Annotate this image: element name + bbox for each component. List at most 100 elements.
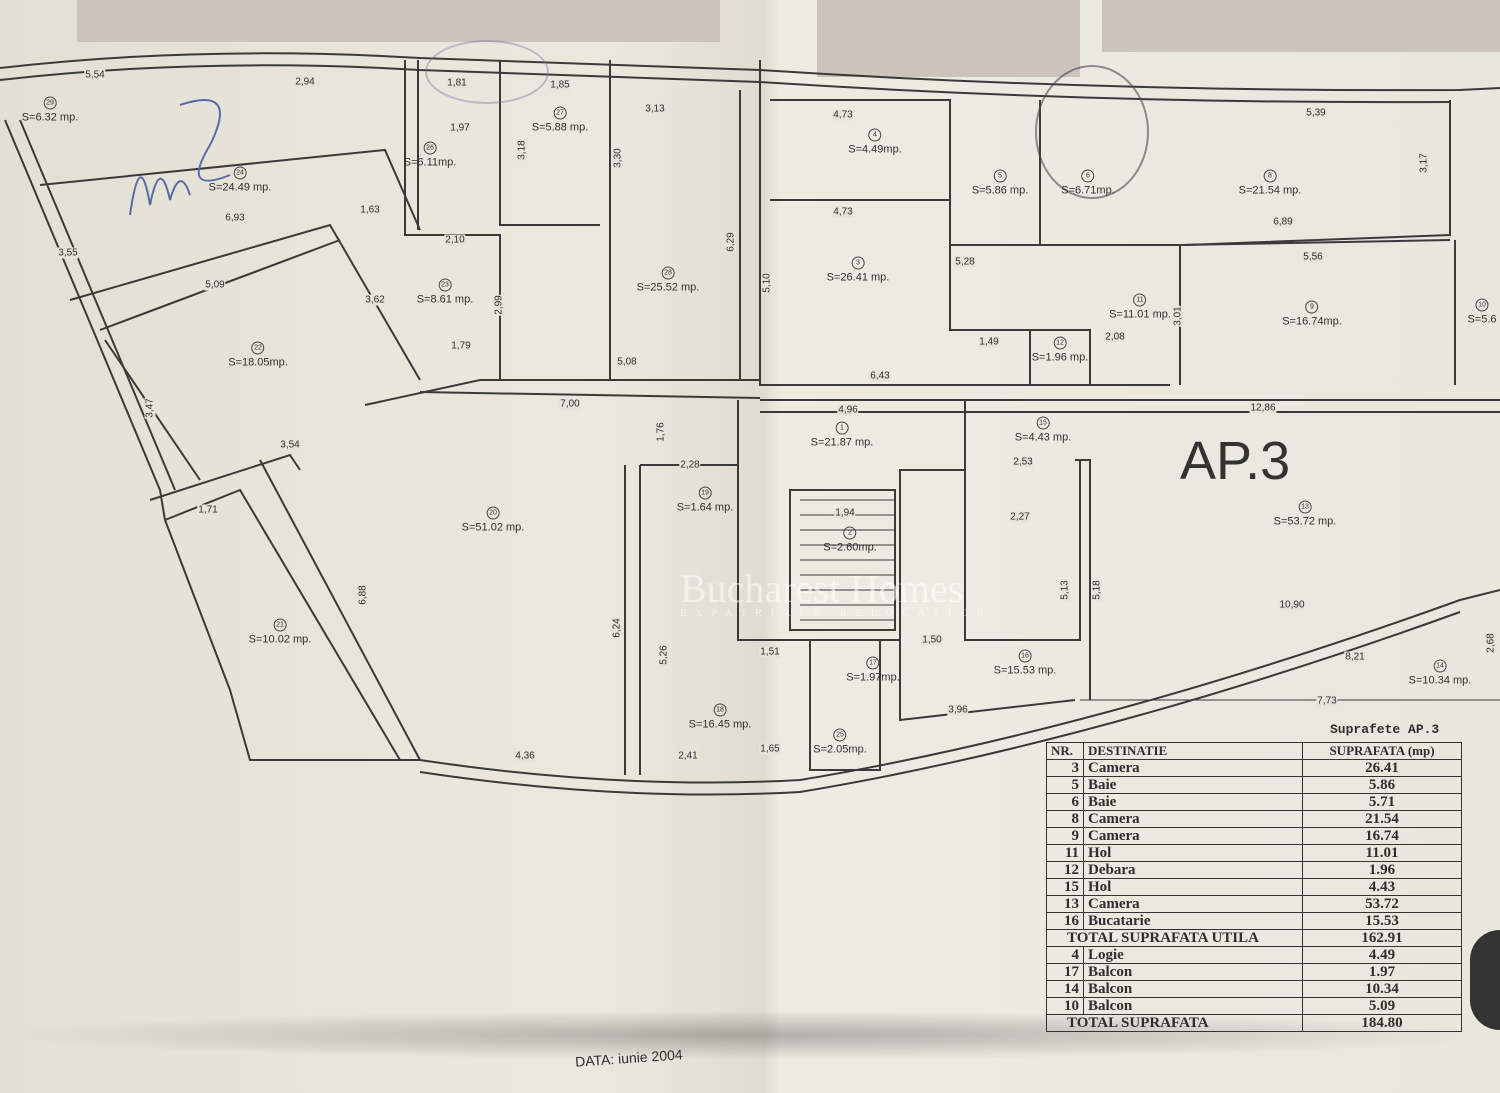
cell-val: 53.72 (1302, 895, 1462, 913)
cell-nr: 6 (1046, 793, 1084, 811)
room-area: S=2.60mp. (823, 541, 877, 554)
dimension-label: 2,94 (294, 76, 316, 88)
room-number: 27 (553, 106, 567, 120)
room-area: S=6.32 mp. (21, 111, 79, 124)
dimension-label: 7,73 (1316, 695, 1338, 707)
room-area: S=1.97mp. (846, 671, 900, 684)
room-number: 29 (43, 96, 57, 110)
cell-dest: Baie (1083, 793, 1303, 811)
dimension-label: 2,10 (444, 234, 466, 246)
cell-dest: Camera (1083, 759, 1303, 777)
cell-val: 21.54 (1302, 810, 1462, 828)
room-number: 20 (486, 506, 500, 520)
room-number: 13 (1298, 500, 1312, 514)
dimension-label: 3,96 (947, 704, 969, 716)
table-title: Suprafete AP.3 (1330, 722, 1440, 737)
room-area: S=26.41 mp. (826, 271, 890, 284)
room-number: 6 (1081, 169, 1095, 183)
dimension-label: 10,90 (1278, 599, 1306, 611)
dimension-label: 3,54 (279, 439, 301, 451)
table-header-row: NR. DESTINATIE SUPRAFATA (mp) (1046, 742, 1462, 760)
dimension-label: 4,96 (837, 404, 859, 416)
dimension-label: 5,28 (954, 256, 976, 268)
room-number: 2 (843, 526, 857, 540)
dimension-label: 5,13 (1059, 579, 1071, 601)
room-number: 12 (1053, 336, 1067, 350)
redaction-box (1102, 0, 1500, 52)
cell-dest: Debara (1083, 861, 1303, 879)
cell-nr: 8 (1046, 810, 1084, 828)
room-number: 1 (835, 421, 849, 435)
room-number: 21 (273, 618, 287, 632)
dimension-label: 4,73 (832, 206, 854, 218)
dimension-label: 1,49 (978, 336, 1000, 348)
room-area: S=25.52 mp. (636, 281, 700, 294)
dimension-label: 6,93 (224, 212, 246, 224)
dimension-label: 1,51 (759, 646, 781, 658)
dimension-label: 2,68 (1485, 632, 1497, 654)
dimension-label: 6,43 (869, 370, 891, 382)
room-area: S=8.61 mp. (416, 293, 474, 306)
cell-nr: 17 (1046, 963, 1084, 981)
watermark-text: Bucharest Homes (680, 566, 964, 611)
room-number: 5 (993, 169, 1007, 183)
dimension-label: 7,00 (559, 398, 581, 410)
dimension-label: 4,36 (514, 750, 536, 762)
dimension-label: 3,62 (364, 294, 386, 306)
dimension-label: 6,24 (611, 617, 623, 639)
room-area: S=5.88 mp. (531, 121, 589, 134)
room-number: 8 (1263, 169, 1277, 183)
room-area: S=5.86 mp. (971, 184, 1029, 197)
cell-val: 11.01 (1302, 844, 1462, 862)
dimension-label: 6,88 (357, 584, 369, 606)
room-number: 18 (713, 703, 727, 717)
dimension-label: 5,39 (1305, 107, 1327, 119)
room-number: 4 (868, 128, 882, 142)
dimension-label: 1,65 (759, 743, 781, 755)
dimension-label: 1,97 (449, 122, 471, 134)
dimension-label: 5,26 (658, 644, 670, 666)
cell-nr: 13 (1046, 895, 1084, 913)
cell-nr: 4 (1046, 946, 1084, 964)
cell-nr: 16 (1046, 912, 1084, 930)
room-area: S=10.34 mp. (1408, 674, 1472, 687)
handwritten-signature (129, 99, 231, 216)
room-number: 16 (1018, 649, 1032, 663)
total-util-label: TOTAL SUPRAFATA UTILA (1046, 929, 1303, 947)
dimension-label: 6,29 (725, 231, 737, 253)
cell-val: 5.71 (1302, 793, 1462, 811)
room-number: 10 (1475, 298, 1489, 312)
room-number: 9 (1305, 300, 1319, 314)
room-area: S=1.64 mp. (676, 501, 734, 514)
room-area: S=10.02 mp. (248, 633, 312, 646)
dimension-label: 3,30 (612, 147, 624, 169)
room-area: S=21.87 mp. (810, 436, 874, 449)
dimension-label: 4,73 (832, 109, 854, 121)
dimension-label: 5,18 (1091, 579, 1103, 601)
